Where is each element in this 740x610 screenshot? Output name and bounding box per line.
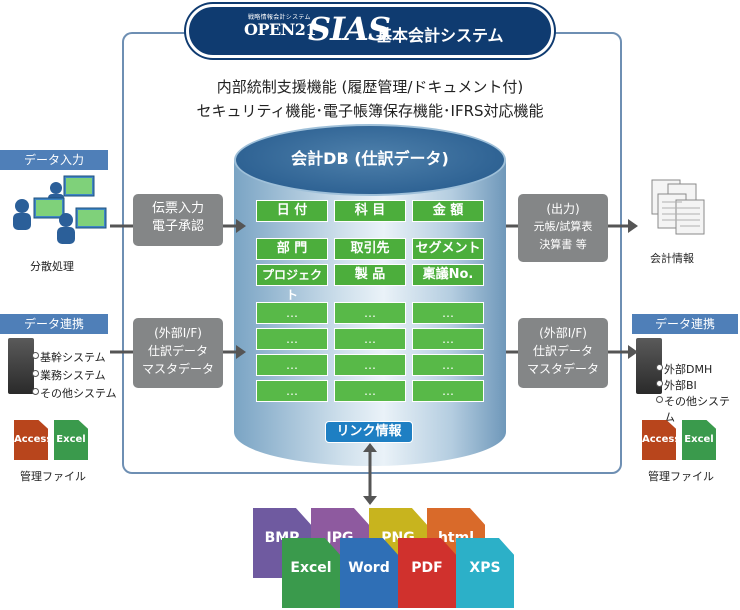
logo-subtitle: 戦略情報会計システム xyxy=(248,14,311,21)
server-tower-icon xyxy=(8,338,34,394)
external-if-line: 仕訳データ xyxy=(147,344,208,358)
header-title: 基本会計システム xyxy=(376,26,504,45)
user-computer-icon xyxy=(13,175,107,244)
db-field-more: … xyxy=(256,380,328,402)
bullet-icon xyxy=(32,370,39,377)
bullet-icon xyxy=(656,380,663,387)
db-field-more: … xyxy=(412,380,484,402)
distributed-processing-label: 分散処理 xyxy=(30,260,74,273)
db-field-more: … xyxy=(334,354,406,376)
slip-entry-line: 伝票入力 xyxy=(151,201,204,216)
left-system-item: 基幹システム xyxy=(40,351,106,364)
link-info-badge: リンク情報 xyxy=(325,421,413,443)
db-field-department: 部 門 xyxy=(256,238,328,260)
xps-format-icon: XPS xyxy=(456,538,514,608)
db-field-project: プロジェクト xyxy=(256,264,328,302)
db-cylinder-top xyxy=(234,124,506,196)
data-link-tag-left: データ連携 xyxy=(0,314,108,334)
slip-entry-box: 伝票入力 電子承認 xyxy=(133,194,223,246)
right-system-item: 外部DMH xyxy=(664,363,713,376)
access-file-icon: Access xyxy=(14,420,48,460)
left-system-item: 業務システム xyxy=(40,369,106,382)
bullet-icon xyxy=(656,396,663,403)
data-input-tag: データ入力 xyxy=(0,150,108,170)
pdf-format-icon: PDF xyxy=(398,538,456,608)
db-field-more: … xyxy=(256,354,328,376)
db-field-more: … xyxy=(256,328,328,350)
header-pill xyxy=(186,4,554,58)
right-system-item: その他システム xyxy=(664,395,730,424)
data-link-tag-right: データ連携 xyxy=(632,314,738,334)
db-field-more: … xyxy=(412,354,484,376)
excel-file-icon: Excel xyxy=(54,420,88,460)
logo-sias: SIAS xyxy=(308,10,391,48)
db-field-more: … xyxy=(412,328,484,350)
management-files-label-left: 管理ファイル xyxy=(20,470,86,483)
db-field-more: … xyxy=(334,328,406,350)
db-field-more: … xyxy=(334,302,406,324)
feature-line-1: 内部統制支援機能 (履歴管理/ドキュメント付) xyxy=(216,78,524,96)
db-field-more: … xyxy=(334,380,406,402)
access-file-icon: Access xyxy=(642,420,676,460)
accounting-info-label: 会計情報 xyxy=(650,252,694,265)
db-field-account: 科 目 xyxy=(334,200,406,222)
word-format-icon: Word xyxy=(340,538,398,608)
external-if-box-left: (外部I/F) 仕訳データ マスタデータ xyxy=(133,318,223,388)
db-field-segment: セグメント xyxy=(412,238,484,260)
external-if-box-right: (外部I/F) 仕訳データ マスタデータ xyxy=(518,318,608,388)
bullet-icon xyxy=(32,388,39,395)
feature-line-2: セキュリティ機能･電子帳簿保存機能･IFRS対応機能 xyxy=(196,102,544,120)
bidirectional-arrow-icon xyxy=(363,443,377,452)
output-line: (出力) xyxy=(546,202,580,216)
document-stack-icon xyxy=(651,179,705,235)
db-field-amount: 金 額 xyxy=(412,200,484,222)
external-if-line: 仕訳データ xyxy=(532,344,593,358)
left-system-item: その他システム xyxy=(40,387,117,400)
output-line: 決算書 等 xyxy=(539,238,587,251)
external-if-line: マスタデータ xyxy=(526,362,599,376)
db-field-approval-no: 稟議No. xyxy=(412,264,484,286)
db-field-more: … xyxy=(412,302,484,324)
right-system-item: 外部BI xyxy=(664,379,697,392)
output-box: (出力) 元帳/試算表 決算書 等 xyxy=(518,194,608,262)
output-line: 元帳/試算表 xyxy=(533,220,593,233)
db-field-more: … xyxy=(256,302,328,324)
db-field-client: 取引先 xyxy=(334,238,406,260)
db-field-date: 日 付 xyxy=(256,200,328,222)
slip-entry-line: 電子承認 xyxy=(151,219,204,234)
db-field-product: 製 品 xyxy=(334,264,406,286)
external-if-line: (外部I/F) xyxy=(539,326,587,340)
excel-file-icon: Excel xyxy=(682,420,716,460)
excel-format-icon: Excel xyxy=(282,538,340,608)
external-if-line: (外部I/F) xyxy=(154,326,202,340)
logo-open21: OPEN21 xyxy=(244,20,317,39)
db-title: 会計DB (仕訳データ) xyxy=(291,149,449,168)
external-if-line: マスタデータ xyxy=(141,362,214,376)
bullet-icon xyxy=(32,352,39,359)
bullet-icon xyxy=(656,364,663,371)
management-files-label-right: 管理ファイル xyxy=(648,470,714,483)
